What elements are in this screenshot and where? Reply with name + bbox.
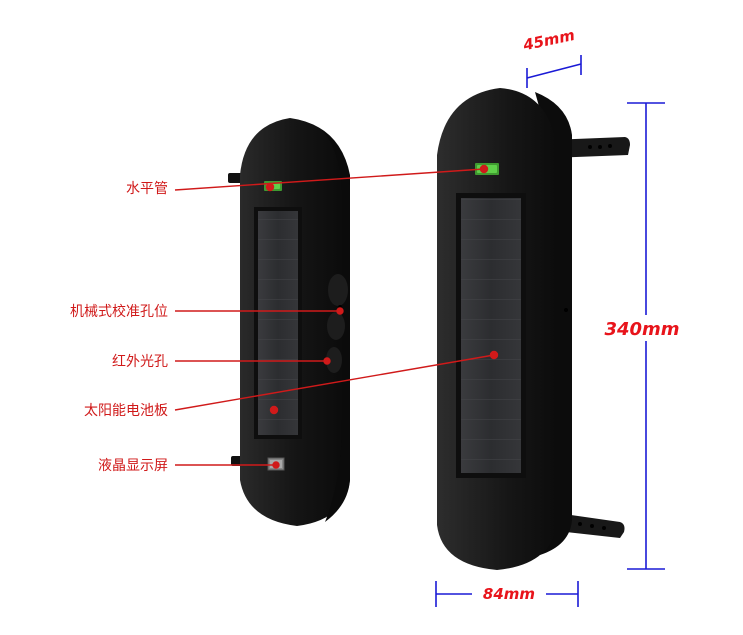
label-lcd-screen: 液晶显示屏 (98, 458, 168, 474)
left-ir-bump (326, 347, 342, 373)
label-level-tube: 水平管 (126, 181, 168, 197)
left-side-edge (322, 130, 350, 522)
right-solar-panel (456, 193, 526, 478)
callout-labels: 水平管 机械式校准孔位 红外光孔 太阳能电池板 液晶显示屏 (70, 181, 168, 474)
label-calibration-hole: 机械式校准孔位 (70, 303, 168, 320)
left-calibration-knob-bottom (327, 312, 345, 340)
dim-height-label: 340mm (604, 319, 679, 340)
left-calibration-knob-top (328, 274, 348, 306)
dim-width-label: 84mm (483, 585, 535, 603)
left-unit (228, 118, 350, 526)
leader-solar-panel (174, 354, 495, 411)
label-solar-panel: 太阳能电池板 (84, 403, 168, 419)
right-side-hole (564, 308, 568, 312)
dim-depth-label: 45mm (521, 26, 577, 55)
callout-lines (174, 164, 499, 469)
label-ir-window: 红外光孔 (112, 354, 168, 370)
right-unit (437, 88, 630, 570)
left-solar-panel (254, 207, 302, 439)
leader-level-tube (174, 168, 485, 191)
dim-depth-line (526, 63, 582, 79)
